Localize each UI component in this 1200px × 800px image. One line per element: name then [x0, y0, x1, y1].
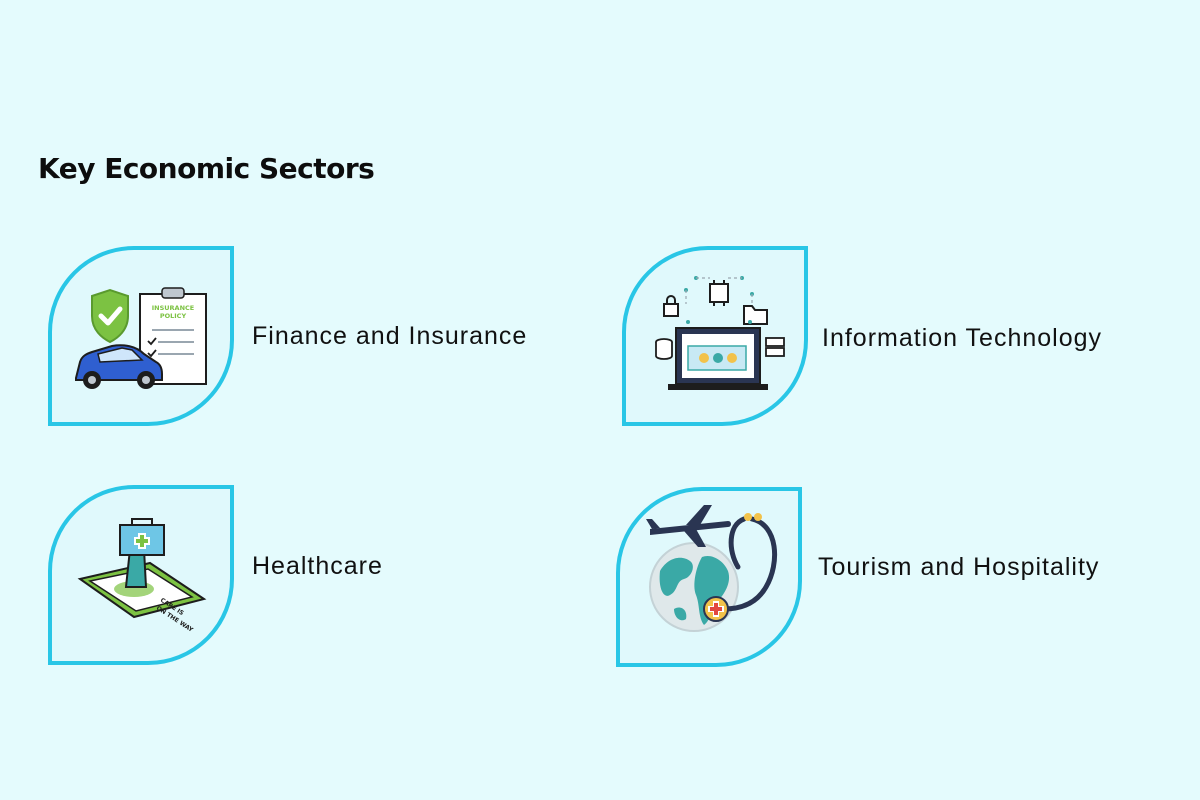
sector-icon-frame: INSURANCE POLICY: [48, 246, 234, 426]
globe-stethoscope-icon: [646, 505, 778, 632]
sector-label: Information Technology: [822, 324, 1103, 352]
page-title: Key Economic Sectors: [38, 152, 375, 185]
sector-label: Finance and Insurance: [252, 322, 528, 350]
sector-label: Healthcare: [252, 552, 383, 580]
icon-text-insurance: INSURANCE: [152, 304, 195, 312]
sector-label: Tourism and Hospitality: [818, 553, 1100, 581]
laptop-network-icon: [655, 276, 785, 390]
insurance-policy-icon: INSURANCE POLICY: [75, 287, 207, 389]
sector-icon-frame: [622, 246, 808, 426]
sector-icon-frame: CARE IS ON THE WAY: [48, 485, 234, 665]
medical-delivery-phone-icon: CARE IS ON THE WAY: [77, 518, 207, 634]
icon-text-policy: POLICY: [160, 312, 187, 320]
sector-icon-frame: [616, 487, 802, 667]
